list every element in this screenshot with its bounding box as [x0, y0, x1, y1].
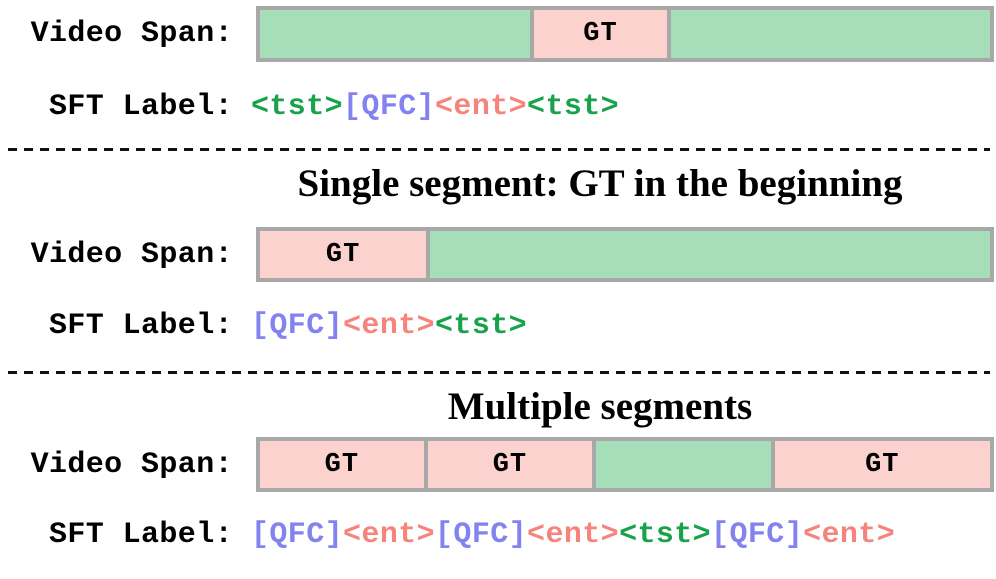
video-span-bar-2: GT [256, 227, 994, 282]
video-span-row-2: Video Span: GT [0, 227, 996, 282]
sft-row-1: SFT Label: <tst>[QFC]<ent><tst> [0, 90, 996, 124]
gt-label: GT [492, 449, 528, 480]
sft-row-3: SFT Label: [QFC]<ent>[QFC]<ent><tst>[QFC… [0, 518, 996, 552]
bar-segment-gt: GT [534, 10, 667, 58]
gt-label: GT [583, 19, 618, 49]
sft-token-ent: <ent> [343, 309, 436, 343]
sft-label: SFT Label: [48, 90, 233, 124]
video-span-bar-3: GT GT GT [256, 437, 994, 492]
sft-label: SFT Label: [48, 309, 233, 343]
video-span-label: Video Span: [30, 237, 233, 272]
sft-token-tst: <tst> [527, 90, 620, 124]
gt-label: GT [325, 239, 361, 270]
bar-segment-context [430, 231, 990, 278]
sft-token-qfc: [QFC] [343, 90, 436, 124]
video-span-bar-1: GT [256, 6, 994, 62]
sft-label: SFT Label: [48, 518, 233, 552]
bar-segment-context [596, 441, 771, 488]
section-title-multiple-segments: Multiple segments [447, 385, 753, 428]
sft-token-qfc: [QFC] [711, 518, 804, 552]
gt-label: GT [865, 449, 900, 480]
sft-token-tst: <tst> [619, 518, 712, 552]
bar-segment-gt: GT [260, 231, 427, 278]
sft-row-2: SFT Label: [QFC]<ent><tst> [0, 309, 996, 343]
sft-token-ent: <ent> [803, 518, 896, 552]
bar-segment-context [260, 10, 531, 58]
bar-segment-gt: GT [774, 441, 990, 488]
sft-token-qfc: [QFC] [251, 518, 344, 552]
sft-token-ent: <ent> [527, 518, 620, 552]
bar-segment-gt: GT [427, 441, 593, 488]
gt-label: GT [324, 449, 360, 480]
sft-token-ent: <ent> [343, 518, 436, 552]
sft-token-ent: <ent> [435, 90, 528, 124]
dashed-divider-1 [8, 148, 990, 151]
sft-token-sequence-3: [QFC]<ent>[QFC]<ent><tst>[QFC]<ent> [251, 518, 895, 552]
bar-segment-context [670, 10, 990, 58]
sft-token-sequence-1: <tst>[QFC]<ent><tst> [251, 90, 619, 124]
bar-segment-gt: GT [260, 441, 424, 488]
video-span-row-1: Video Span: GT [0, 6, 996, 62]
video-span-label: Video Span: [30, 17, 233, 51]
video-span-label: Video Span: [30, 447, 233, 482]
section-title-single-segment: Single segment: GT in the beginning [297, 162, 903, 205]
video-span-row-3: Video Span: GT GT GT [0, 437, 996, 492]
sft-token-tst: <tst> [251, 90, 344, 124]
sft-token-sequence-2: [QFC]<ent><tst> [251, 309, 527, 343]
dashed-divider-2 [8, 371, 990, 374]
sft-token-qfc: [QFC] [435, 518, 528, 552]
sft-token-qfc: [QFC] [251, 309, 344, 343]
sft-token-tst: <tst> [435, 309, 528, 343]
